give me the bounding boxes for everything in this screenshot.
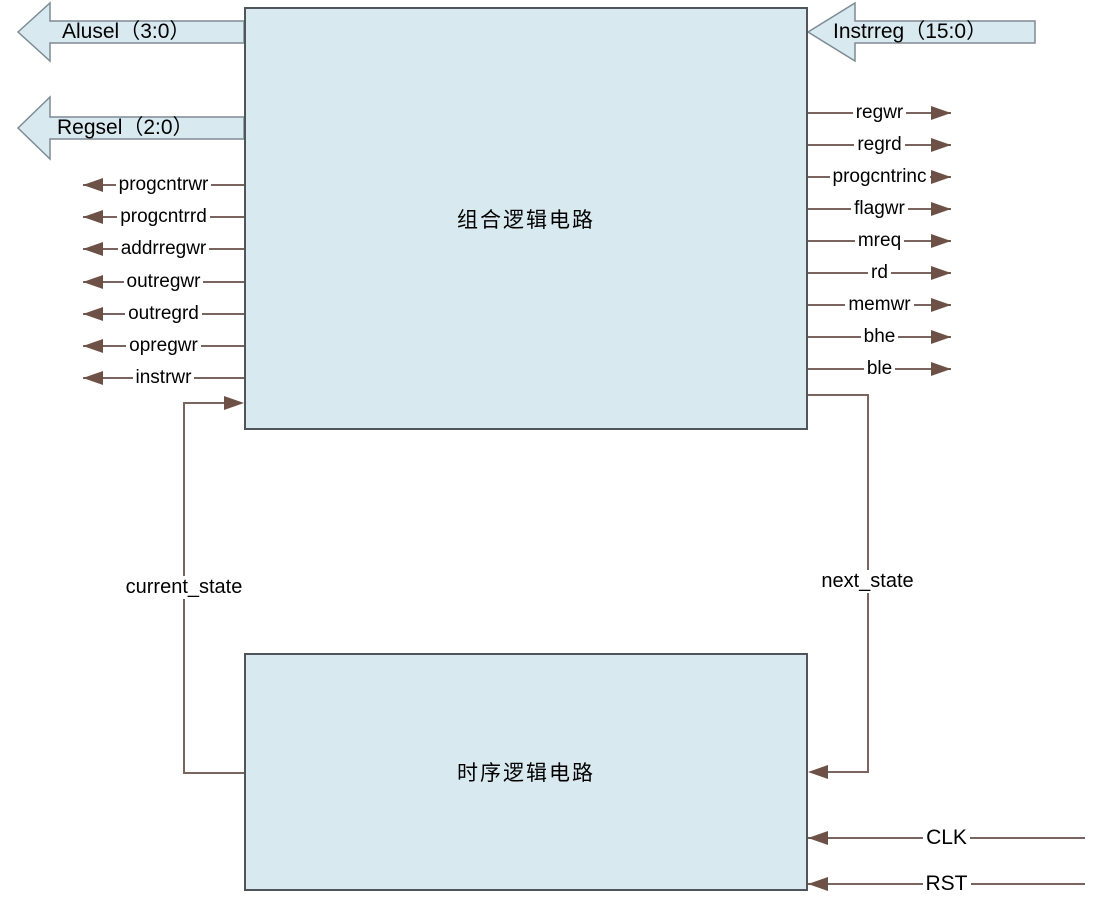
arrow-right-icon bbox=[931, 298, 951, 312]
signal-regrd: regrd bbox=[808, 133, 951, 157]
arrow-right-icon bbox=[931, 138, 951, 152]
instrreg-bus-arrow-icon bbox=[806, 1, 1036, 63]
signal-label: regrd bbox=[854, 134, 905, 156]
signal-label: flagwr bbox=[851, 198, 908, 220]
signal-label: opregwr bbox=[126, 335, 201, 357]
arrow-left-icon bbox=[808, 831, 828, 845]
next-state-wire-top bbox=[808, 394, 869, 396]
signal-mreq: mreq bbox=[808, 229, 951, 253]
arrow-right-icon bbox=[224, 396, 244, 410]
sequential-logic-label: 时序逻辑电路 bbox=[457, 762, 595, 785]
arrow-left-icon bbox=[83, 307, 103, 321]
signal-instrwr: instrwr bbox=[83, 366, 244, 390]
signal-clk: CLK bbox=[808, 826, 1085, 850]
signal-label: progcntrrd bbox=[117, 206, 210, 228]
arrow-left-icon bbox=[808, 877, 828, 891]
signal-regwr: regwr bbox=[808, 101, 951, 125]
arrow-right-icon bbox=[931, 362, 951, 376]
arrow-left-icon bbox=[83, 210, 103, 224]
arrow-right-icon bbox=[931, 170, 951, 184]
arrow-left-icon bbox=[83, 371, 103, 385]
signal-flagwr: flagwr bbox=[808, 197, 951, 221]
arrow-left-icon bbox=[83, 178, 103, 192]
signal-outregrd: outregrd bbox=[83, 302, 244, 326]
signal-label: memwr bbox=[845, 294, 914, 316]
signal-progcntrrd: progcntrrd bbox=[83, 205, 244, 229]
combinational-logic-box: 组合逻辑电路 bbox=[244, 7, 808, 430]
rst-label: RST bbox=[922, 873, 971, 895]
arrow-left-icon bbox=[83, 275, 103, 289]
instrreg-bus-label: Instrreg（15:0） bbox=[833, 20, 988, 43]
signal-addrregwr: addrregwr bbox=[83, 237, 244, 261]
next-state-wire-bottom bbox=[820, 771, 869, 773]
arrow-right-icon bbox=[931, 330, 951, 344]
signal-label: progcntrinc bbox=[829, 166, 930, 188]
signal-opregwr: opregwr bbox=[83, 334, 244, 358]
signal-label: instrwr bbox=[132, 367, 195, 389]
current-state-wire-top bbox=[184, 402, 228, 404]
arrow-left-icon bbox=[808, 765, 828, 779]
signal-rst: RST bbox=[808, 872, 1085, 896]
signal-memwr: memwr bbox=[808, 293, 951, 317]
arrow-right-icon bbox=[931, 234, 951, 248]
signal-progcntrinc: progcntrinc bbox=[808, 165, 951, 189]
signal-label: ble bbox=[863, 358, 896, 380]
signal-label: progcntrwr bbox=[115, 174, 212, 196]
arrow-right-icon bbox=[931, 106, 951, 120]
signal-progcntrwr: progcntrwr bbox=[83, 173, 244, 197]
signal-label: regwr bbox=[852, 102, 907, 124]
sequential-logic-box: 时序逻辑电路 bbox=[244, 653, 808, 891]
current-state-wire-bottom bbox=[184, 772, 244, 774]
signal-label: outregrd bbox=[125, 303, 202, 325]
arrow-left-icon bbox=[83, 242, 103, 256]
regsel-bus-label: Regsel（2:0） bbox=[57, 116, 194, 139]
alusel-bus-label: Alusel（3:0） bbox=[62, 20, 191, 43]
signal-label: mreq bbox=[854, 230, 905, 252]
signal-bhe: bhe bbox=[808, 325, 951, 349]
signal-label: rd bbox=[868, 262, 891, 284]
combinational-logic-label: 组合逻辑电路 bbox=[457, 208, 595, 232]
signal-rd: rd bbox=[808, 261, 951, 285]
arrow-left-icon bbox=[83, 339, 103, 353]
signal-outregwr: outregwr bbox=[83, 270, 244, 294]
signal-label: addrregwr bbox=[117, 238, 210, 260]
signal-label: outregwr bbox=[123, 271, 204, 293]
clk-label: CLK bbox=[923, 827, 970, 849]
next-state-label: next_state bbox=[795, 570, 940, 593]
signal-ble: ble bbox=[808, 357, 951, 381]
arrow-right-icon bbox=[931, 266, 951, 280]
current-state-label: current_state bbox=[108, 576, 260, 599]
arrow-right-icon bbox=[931, 202, 951, 216]
signal-label: bhe bbox=[860, 326, 899, 348]
